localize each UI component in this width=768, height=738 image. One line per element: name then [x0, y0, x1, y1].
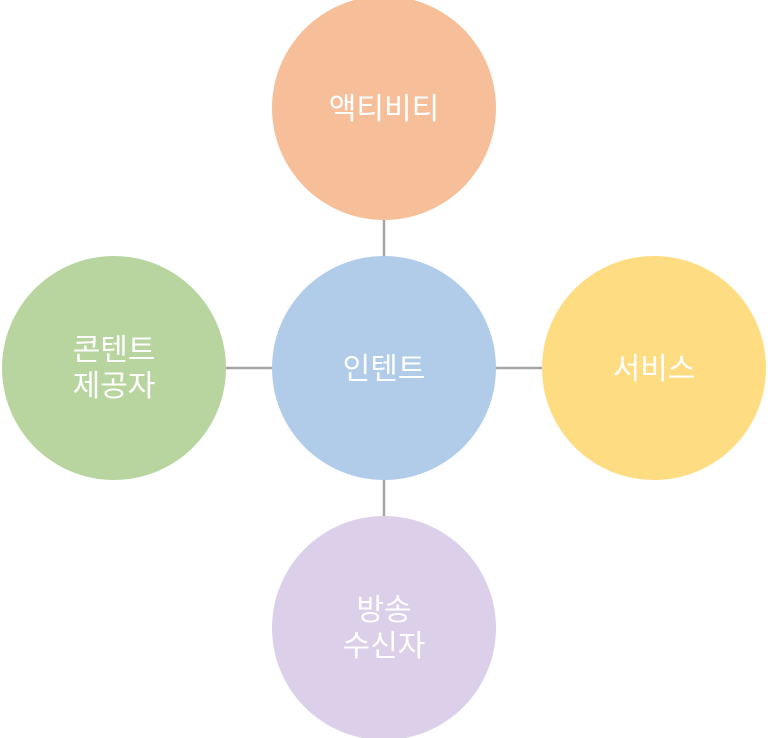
- node-left-label-2: 제공자: [73, 369, 156, 404]
- node-center: 인텐트: [272, 256, 496, 480]
- node-center-circle: [272, 256, 496, 480]
- node-bottom-label-2: 수신자: [343, 629, 426, 664]
- node-right-label-1: 서비스: [613, 352, 696, 387]
- node-right: 서비스: [542, 256, 766, 480]
- node-left: 콘텐트 제공자: [2, 256, 226, 480]
- node-top-label-1: 액티비티: [329, 92, 439, 127]
- node-bottom: 방송 수신자: [272, 516, 496, 738]
- node-center-label-1: 인텐트: [343, 352, 426, 387]
- node-left-circle: [2, 256, 226, 480]
- node-top-circle: [272, 0, 496, 220]
- node-bottom-circle: [272, 516, 496, 738]
- node-left-label-1: 콘텐트: [73, 333, 156, 368]
- node-right-circle: [542, 256, 766, 480]
- node-top: 액티비티: [272, 0, 496, 220]
- node-bottom-label-1: 방송: [356, 593, 411, 628]
